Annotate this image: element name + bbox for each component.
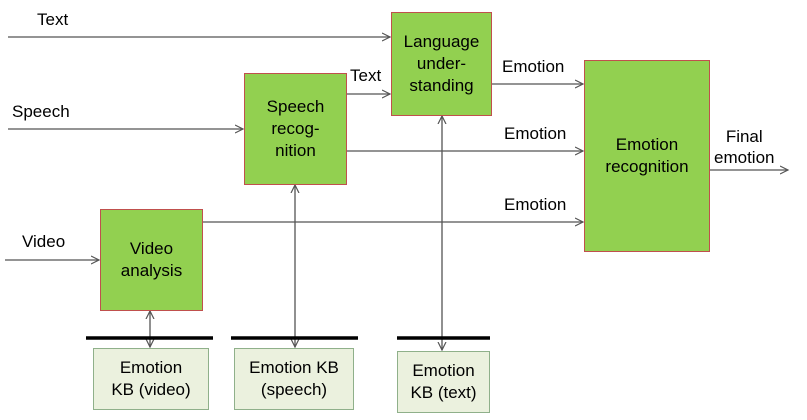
text-edge-label: Text	[350, 66, 382, 85]
emotion-kb-speech: Emotion KB (speech)	[234, 348, 354, 410]
emotion-label-speech: Emotion	[504, 124, 567, 143]
emotion-label-video: Emotion	[504, 195, 567, 214]
speech-recognition-block: Speech recog- nition	[244, 73, 347, 185]
emotion-recognition-block: Emotion recognition	[584, 60, 710, 252]
video-input-label: Video	[22, 232, 66, 251]
emotion-label-language: Emotion	[502, 57, 565, 76]
language-understanding-block: Language under- standing	[391, 12, 492, 116]
video-analysis-block: Video analysis	[100, 209, 203, 311]
text-input-label: Text	[37, 10, 69, 29]
emotion-kb-text: Emotion KB (text)	[397, 351, 490, 413]
emotion-kb-video: Emotion KB (video)	[93, 348, 209, 410]
speech-input-label: Speech	[12, 102, 70, 121]
final-emotion-label: Final emotion	[714, 127, 775, 167]
